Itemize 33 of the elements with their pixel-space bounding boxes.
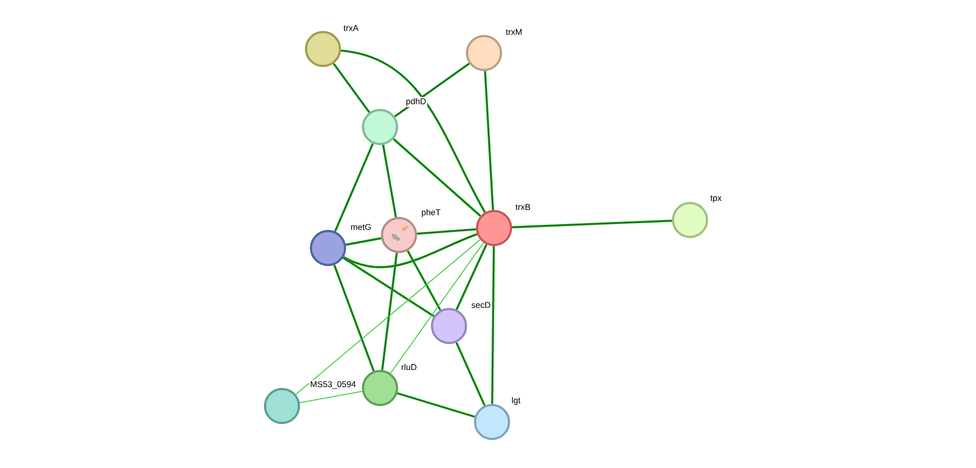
- interaction-line: [390, 242, 484, 374]
- interaction-line: [455, 342, 486, 406]
- node-label: lgt: [510, 396, 522, 406]
- node-label: pheT: [420, 208, 442, 218]
- interaction-line: [406, 250, 442, 311]
- interaction-line: [456, 244, 488, 310]
- node-label: trxB: [514, 203, 532, 211]
- node-label: trxM: [504, 28, 524, 36]
- interaction-line: [484, 70, 494, 210]
- node-label: metG: [350, 222, 372, 231]
- interaction-line: [392, 138, 482, 217]
- node-label: secD: [470, 301, 492, 309]
- interaction-line: [343, 233, 478, 268]
- node-label: trxA: [342, 24, 360, 32]
- interaction-line: [512, 220, 672, 228]
- interaction-line: [382, 144, 397, 218]
- interaction-line: [333, 264, 375, 372]
- node-label: MS53_0594: [309, 380, 357, 390]
- interaction-line: [332, 62, 370, 114]
- interaction-line: [299, 390, 363, 404]
- node-label: pdhD: [404, 97, 428, 107]
- interaction-line: [381, 252, 398, 370]
- interaction-line: [334, 143, 374, 232]
- interaction-line: [345, 237, 382, 246]
- interaction-line: [491, 246, 495, 404]
- interaction-line: [295, 239, 481, 395]
- interaction-line: [396, 392, 476, 418]
- node-label: rluD: [400, 362, 418, 372]
- node-label: tpx: [709, 194, 723, 204]
- interaction-line: [340, 49, 486, 213]
- interaction-line: [416, 228, 476, 235]
- interaction-line: [342, 256, 434, 318]
- interaction-line: [394, 62, 470, 118]
